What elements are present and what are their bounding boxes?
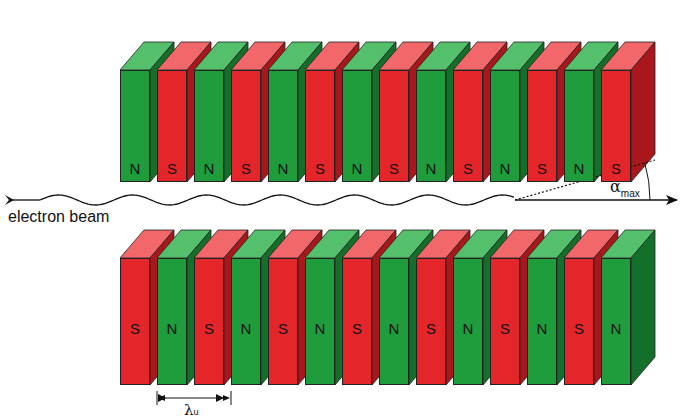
- beam-axis: [515, 199, 677, 200]
- magnet-pole: N: [379, 258, 409, 385]
- pole-label: S: [574, 321, 584, 337]
- period-arrowhead: [223, 395, 230, 401]
- angle-subscript: max: [621, 188, 640, 199]
- pole-label: N: [167, 321, 178, 337]
- magnet-face: [631, 230, 655, 385]
- magnet-pole: N: [416, 70, 446, 182]
- electron-trajectory: [40, 195, 514, 205]
- magnet-pole: N: [268, 70, 298, 182]
- pole-label: N: [389, 321, 400, 337]
- magnet-pole: S: [157, 70, 187, 182]
- magnet-pole: N: [231, 258, 261, 385]
- pole-label: S: [463, 161, 473, 177]
- beam-label: electron beam: [8, 208, 109, 225]
- pole-label: N: [352, 161, 363, 177]
- angle-arc: [645, 163, 650, 200]
- pole-label: S: [426, 321, 436, 337]
- magnet-pole: S: [490, 258, 520, 385]
- magnet-pole: N: [342, 70, 372, 182]
- magnet-pole: N: [490, 70, 520, 182]
- pole-label: S: [204, 321, 214, 337]
- angle-symbol: α: [610, 178, 621, 195]
- magnet-pole: S: [342, 258, 372, 385]
- period-tick: [157, 391, 158, 405]
- magnet-pole: N: [120, 70, 150, 182]
- magnet-pole: N: [453, 258, 483, 385]
- magnet-pole: N: [157, 258, 187, 385]
- magnet-pole: S: [453, 70, 483, 182]
- period-arrowhead: [158, 395, 165, 401]
- magnet-pole: S: [379, 70, 409, 182]
- magnet-pole: N: [527, 258, 557, 385]
- pole-label: S: [278, 321, 288, 337]
- magnet-pole: S: [527, 70, 557, 182]
- magnet-pole: S: [268, 258, 298, 385]
- magnet-pole: S: [194, 258, 224, 385]
- magnet-pole: S: [416, 258, 446, 385]
- magnet-pole: N: [601, 258, 631, 385]
- magnet-pole: N: [564, 70, 594, 182]
- period-dimension: [165, 398, 223, 399]
- beam-line: [9, 199, 40, 200]
- pole-label: N: [426, 161, 437, 177]
- pole-label: S: [352, 321, 362, 337]
- pole-label: S: [315, 161, 325, 177]
- pole-label: S: [611, 161, 621, 177]
- magnet-faces: [120, 42, 655, 385]
- pole-label: N: [537, 321, 548, 337]
- pole-label: N: [500, 161, 511, 177]
- pole-label: S: [241, 161, 251, 177]
- magnet-pole: S: [231, 70, 261, 182]
- pole-label: N: [278, 161, 289, 177]
- pole-label: N: [574, 161, 585, 177]
- pole-label: N: [315, 321, 326, 337]
- pole-label: N: [130, 161, 141, 177]
- period-tick: [231, 391, 232, 405]
- pole-label: N: [463, 321, 474, 337]
- magnet-pole: N: [194, 70, 224, 182]
- magnet-pole: S: [120, 258, 150, 385]
- magnet-pole: N: [305, 258, 335, 385]
- pole-label: N: [241, 321, 252, 337]
- pole-label: S: [130, 321, 140, 337]
- pole-label: S: [389, 161, 399, 177]
- magnet-pole: S: [601, 70, 631, 182]
- magnet-pole: S: [564, 258, 594, 385]
- period-symbol: λ: [184, 402, 194, 418]
- pole-label: N: [611, 321, 622, 337]
- magnet-pole: S: [305, 70, 335, 182]
- pole-label: S: [167, 161, 177, 177]
- pole-label: N: [204, 161, 215, 177]
- pole-label: S: [500, 321, 510, 337]
- period-subscript: u: [194, 407, 199, 417]
- pole-label: S: [537, 161, 547, 177]
